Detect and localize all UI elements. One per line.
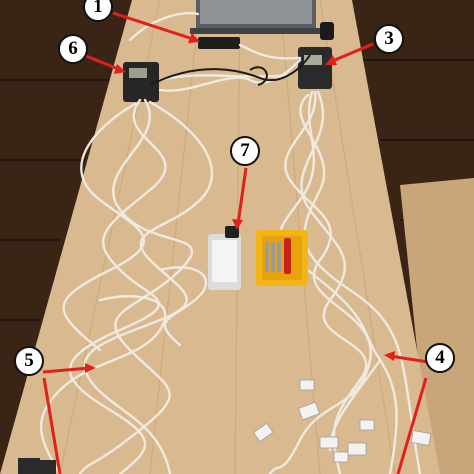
callout-6: 6	[58, 34, 88, 64]
cardboard-box	[400, 178, 474, 474]
power-adapter-icon	[320, 22, 334, 40]
usb-adapter-icon	[198, 37, 240, 49]
laptop-icon	[190, 0, 324, 34]
power-meter-icon-3	[298, 47, 332, 89]
callout-1: 1	[83, 0, 113, 22]
power-meter-icon-6	[123, 62, 159, 102]
callout-3: 3	[374, 24, 404, 54]
smartphone-icon	[208, 226, 241, 290]
sensor-tags	[253, 379, 432, 463]
callout-4: 4	[425, 343, 455, 373]
callout-7: 7	[230, 136, 260, 166]
callout-5: 5	[14, 346, 44, 376]
screwdriver-set-icon	[256, 230, 308, 286]
connectors	[18, 458, 56, 474]
annotation-arrows	[42, 11, 429, 474]
dark-cable	[149, 54, 311, 86]
